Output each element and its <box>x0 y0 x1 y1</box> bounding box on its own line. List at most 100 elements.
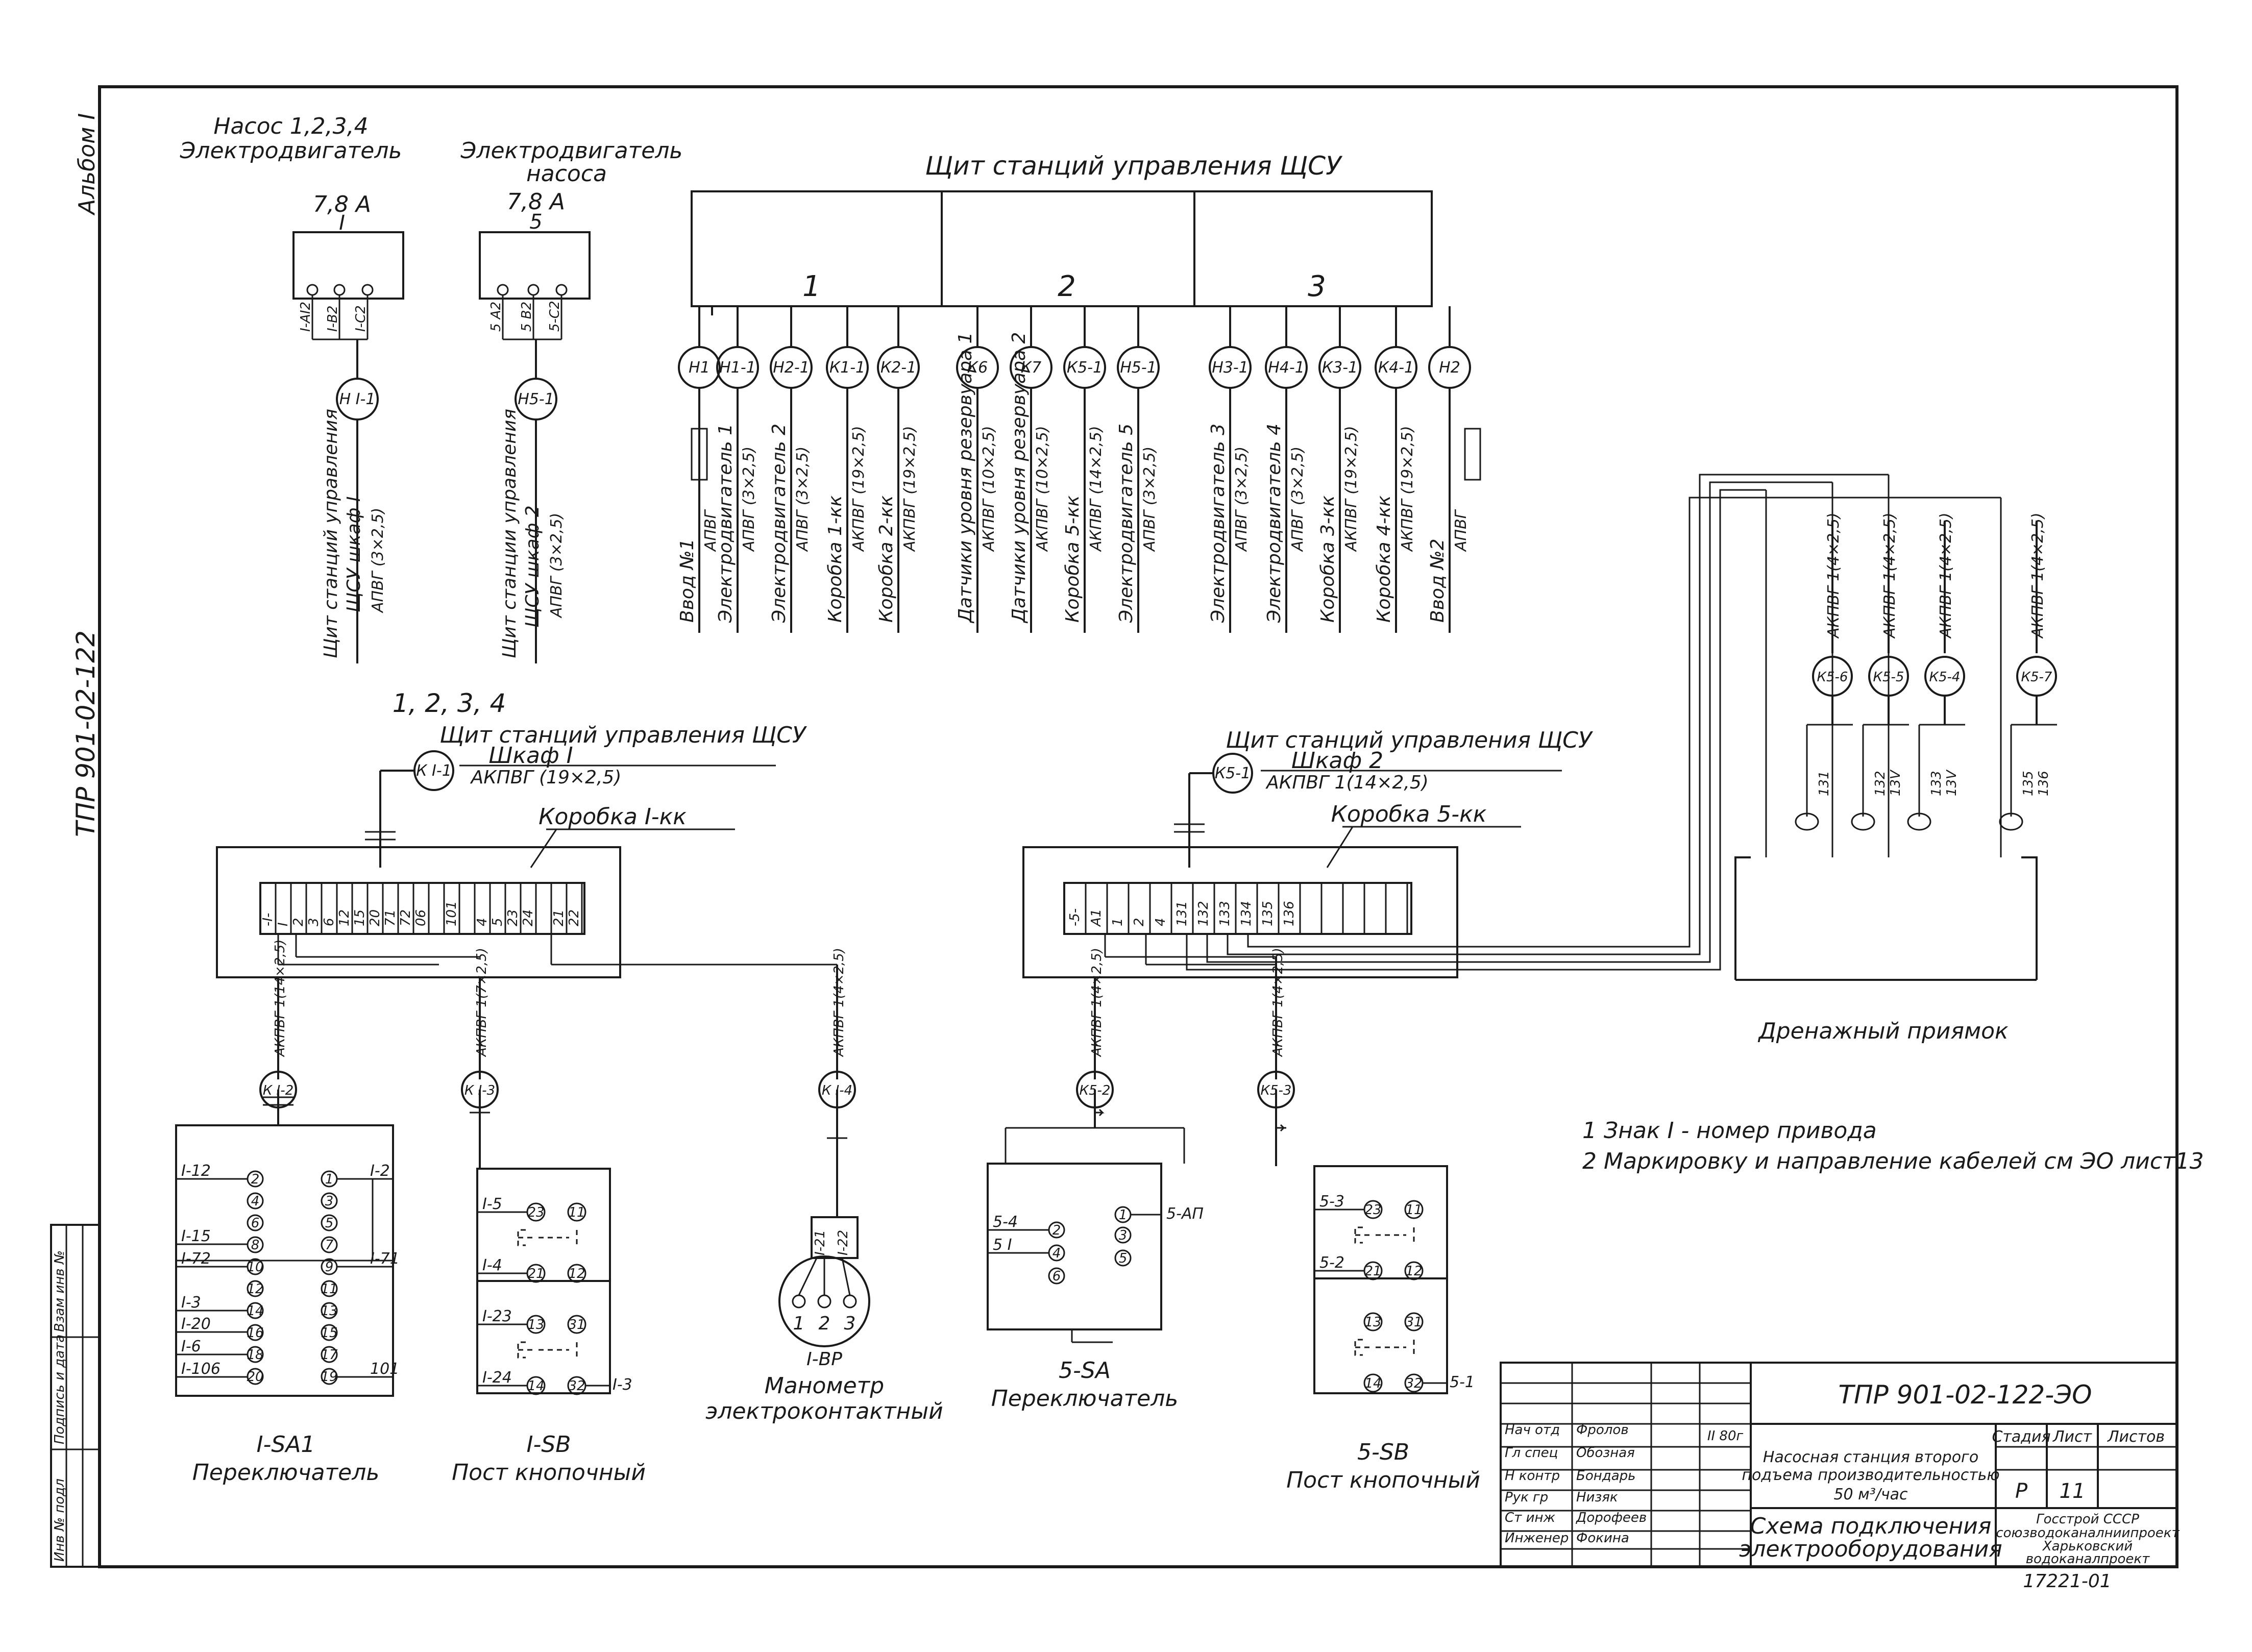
feeder-spec: АКПВГ (10×2,5) <box>980 426 998 552</box>
note-2: 2 Маркировку и направление кабелей см ЭО… <box>1582 1148 2204 1174</box>
feeder-id: Н1 <box>689 359 710 377</box>
wire-label: I-20 <box>181 1315 211 1333</box>
motor-left: Насос 1,2,3,4 Электродвигатель 7,8 А I I… <box>180 113 404 663</box>
terminal-label: -5- <box>1067 908 1083 926</box>
terminal-label: 72 <box>398 909 413 926</box>
sensor-wire: 131 <box>1817 771 1832 796</box>
terminal-label: 15 <box>352 909 368 926</box>
sensor-id: К5-5 <box>1873 670 1904 685</box>
tb-role: Ст инж <box>1505 1510 1555 1525</box>
switch1-device: I-SA1 Переключатель <box>175 1090 394 1486</box>
org-3: Харьковский <box>2042 1539 2133 1554</box>
contact-terminal <box>321 1236 338 1253</box>
panel-section-1: 1 <box>802 270 821 303</box>
notes: 1 Знак I - номер привода 2 Маркировку и … <box>1582 1118 2204 1174</box>
out-cable-spec: АКПВГ 1(4×2,5) <box>831 948 847 1057</box>
contact-terminal <box>247 1192 264 1210</box>
feeder-label: Коробка 1-кк <box>825 495 846 623</box>
wire-label: I-106 <box>181 1360 221 1378</box>
button-contact-icon <box>1354 1226 1415 1244</box>
terminal-label: 2 <box>1132 918 1147 926</box>
contact-number: 31 <box>1405 1315 1422 1330</box>
contact-number: 19 <box>321 1369 337 1385</box>
motor-left-term-1: I-AI2 <box>298 302 313 332</box>
wire-label: 5 I <box>993 1236 1012 1254</box>
contact-terminal <box>321 1302 338 1319</box>
box1-in-id: К I-1 <box>416 762 452 780</box>
contact-terminal <box>1114 1249 1132 1267</box>
sheets-label: Листов <box>2107 1428 2165 1446</box>
terminal-label: 134 <box>1239 901 1254 926</box>
box1-title-1: Щит станций управления ЩСУ <box>439 722 807 748</box>
gauge-caption-1: Манометр <box>765 1373 884 1399</box>
feeder-id: К5-1 <box>1067 359 1103 377</box>
box5-title-1: Щит станций управления ЩСУ <box>1226 727 1594 753</box>
box5-label: Коробка 5-кк <box>1331 801 1487 827</box>
contact-number: 13 <box>1364 1315 1381 1330</box>
gauge-pin-2: 2 <box>819 1313 830 1334</box>
strip-label-inv: Инв № подл <box>52 1478 67 1562</box>
sensor-id: К5-4 <box>1929 670 1961 685</box>
terminal-label: 4 <box>475 918 490 926</box>
inv-number: 17221-01 <box>2023 1571 2111 1592</box>
feeder-id: Н5-1 <box>1120 359 1157 377</box>
terminal <box>566 882 583 935</box>
float-switch-icon <box>1851 812 1875 831</box>
org-1: Госстрой СССР <box>2036 1512 2139 1527</box>
contact-number: 20 <box>247 1369 263 1385</box>
terminal-label: 12 <box>337 909 352 926</box>
terminal-label: 71 <box>383 909 398 926</box>
sheet-frame <box>98 85 2178 1568</box>
contact-number: 11 <box>568 1205 585 1220</box>
wire-label: I-72 <box>181 1250 211 1268</box>
contact-number: 5 <box>1119 1251 1128 1266</box>
motor-right-term-2: 5 В2 <box>519 302 534 332</box>
feeder-spec: АПВГ (3×2,5) <box>740 447 758 552</box>
wire-label: 5-3 <box>1319 1193 1344 1211</box>
terminal-label: 22 <box>567 909 582 926</box>
contact-number: 16 <box>247 1325 263 1341</box>
tb-role: Нач отд <box>1505 1422 1560 1438</box>
terminal-label: 2 <box>291 918 306 926</box>
motor-right-cable-id: Н5-1 <box>518 390 554 408</box>
wire-label: I-15 <box>181 1227 211 1245</box>
motor-left-mark: I <box>339 211 345 235</box>
gauge-pin-3: 3 <box>844 1313 856 1334</box>
switch1-caption: Переключатель <box>192 1460 380 1486</box>
terminal-label: 1 <box>1110 918 1125 926</box>
terminal <box>1342 882 1365 935</box>
feeder-label: Электродвигатель 4 <box>1264 424 1285 623</box>
contact-number: 13 <box>527 1317 544 1333</box>
feeder-label: Ввод №2 <box>1427 538 1448 623</box>
tb-name: Дорофеев <box>1576 1510 1647 1525</box>
sign-date: II 80г <box>1707 1428 1744 1444</box>
contact-number: 21 <box>527 1266 544 1281</box>
switch5-name: 5-SA <box>1059 1358 1111 1384</box>
wire-label: 5-2 <box>1319 1254 1344 1272</box>
object-line-1: Насосная станция второго <box>1763 1448 1978 1466</box>
sensor-id: К5-7 <box>2021 670 2052 685</box>
feeder-id: К6 <box>967 359 988 377</box>
feeder-label: Коробка 2-кк <box>876 495 897 623</box>
contact-number: 11 <box>321 1281 337 1297</box>
feeder-id: Н1-1 <box>719 359 756 377</box>
object-line-3: 50 м³/час <box>1833 1486 1908 1503</box>
terminal-label: 132 <box>1196 901 1211 926</box>
wire-label: I-24 <box>482 1369 512 1387</box>
feeder-spec: АПВГ (3×2,5) <box>1141 447 1159 552</box>
contact-terminal <box>1404 1200 1424 1219</box>
terminal-label: 136 <box>1282 901 1297 926</box>
contact-number: 2 <box>251 1172 260 1187</box>
sensor-wire: 133 <box>1929 771 1944 796</box>
panel-section-2: 2 <box>1058 270 1076 303</box>
contact-number: 8 <box>251 1238 260 1253</box>
switch5-device: 5-SA Переключатель <box>987 1090 1185 1412</box>
feeder-id: К1-1 <box>829 359 865 377</box>
post5-name: 5-SB <box>1357 1439 1409 1465</box>
box5-cable-spec: АКПВГ 1(14×2,5) <box>1265 772 1429 793</box>
wire-label: I-5 <box>482 1195 502 1213</box>
object-line-2: подъема производительностью <box>1742 1466 1999 1484</box>
